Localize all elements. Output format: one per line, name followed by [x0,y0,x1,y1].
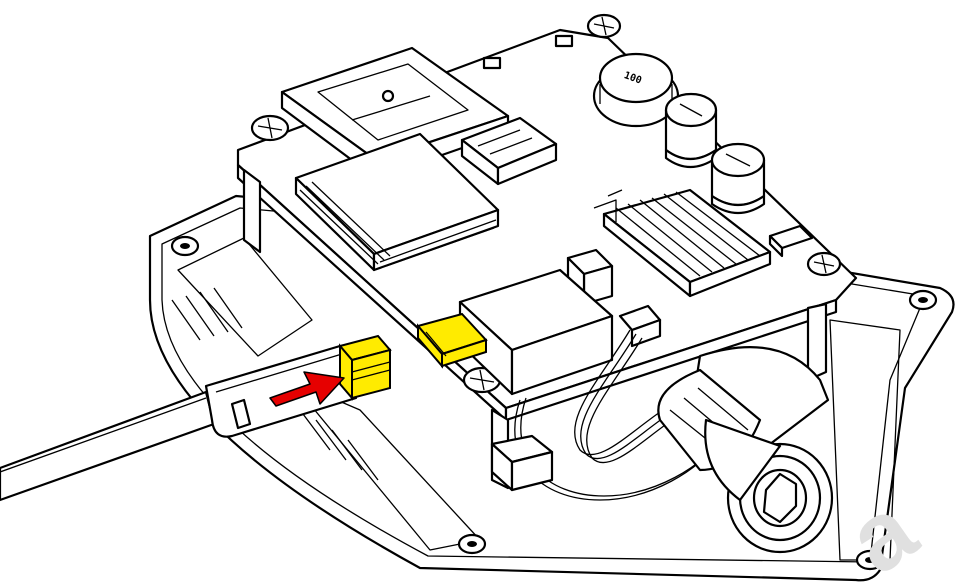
pin-header [460,34,574,186]
standoff-block [490,434,554,492]
insertion-arrow [269,371,345,407]
usb-connector [204,334,392,438]
board-usb-port [416,312,488,369]
cable-gland [657,346,834,554]
electrolytic-capacitor [710,142,766,215]
usb-cable [0,390,216,502]
communication-module [294,132,500,272]
electrolytic-capacitor [664,92,718,169]
board-screw [586,13,622,39]
board-screw [806,251,842,277]
power-inductor: 100 [592,52,680,128]
sim-card-holder [280,46,510,180]
board-screw [250,114,290,142]
usb-plug-tip [338,334,392,401]
heat-sink [593,188,772,298]
